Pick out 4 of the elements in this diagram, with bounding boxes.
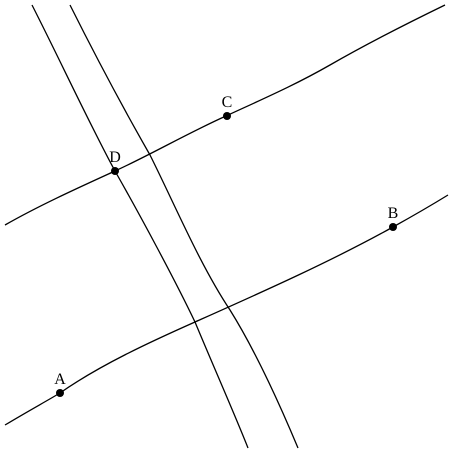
- point-label: D: [109, 150, 121, 166]
- point-label: A: [54, 372, 66, 388]
- point-label: C: [222, 95, 232, 111]
- point-label: B: [388, 206, 398, 222]
